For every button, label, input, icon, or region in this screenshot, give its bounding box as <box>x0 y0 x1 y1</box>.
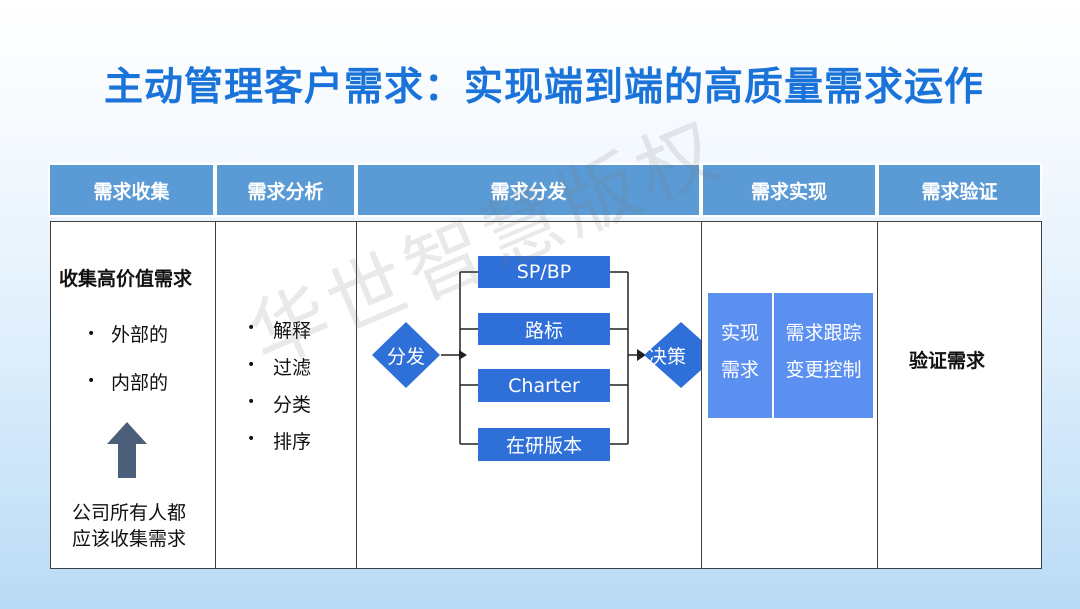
page-title: 主动管理客户需求：实现端到端的高质量需求运作 <box>104 65 985 110</box>
header-verify: 需求验证 <box>877 163 1042 217</box>
collect-item-internal: 内部的 <box>111 372 169 394</box>
collect-item-external: 外部的 <box>111 324 169 346</box>
channel-roadmap: 路标 <box>478 313 610 345</box>
header-analysis: 需求分析 <box>215 163 356 217</box>
stage-header-row: 需求收集 需求分析 需求分发 需求实现 需求验证 <box>48 163 1042 217</box>
distribute-start-label: 分发 <box>386 346 425 368</box>
column-divider <box>215 222 216 568</box>
column-divider <box>701 222 702 568</box>
channel-sp-bp: SP/BP <box>478 256 610 288</box>
header-collect: 需求收集 <box>48 163 215 217</box>
implement-right-line1: 需求跟踪 <box>785 322 862 344</box>
implement-requirement-box: 实现 需求 <box>708 293 772 418</box>
verify-label: 验证需求 <box>909 350 986 372</box>
bullet-icon: • <box>87 326 96 342</box>
stage-body-row: 收集高价值需求 • 外部的 • 内部的 公司所有人都 应该收集需求 • 解释 •… <box>50 221 1042 569</box>
collect-footer-line1: 公司所有人都 <box>72 502 187 524</box>
bullet-icon: • <box>87 373 96 389</box>
column-divider <box>877 222 878 568</box>
collect-heading: 收集高价值需求 <box>59 268 193 290</box>
channel-charter: Charter <box>478 369 610 402</box>
decision-diamond <box>644 322 701 388</box>
header-implement: 需求实现 <box>701 163 877 217</box>
analysis-item: 过滤 <box>273 357 312 379</box>
distribution-flow-lines <box>372 271 701 445</box>
distribute-start-diamond <box>372 322 440 388</box>
column-divider <box>356 222 357 568</box>
analysis-item: 解释 <box>273 320 312 342</box>
implement-left-line2: 需求 <box>720 359 759 381</box>
bullet-icon: • <box>247 431 256 447</box>
up-arrow-icon <box>107 422 147 478</box>
implement-left-line1: 实现 <box>720 322 759 344</box>
bullet-icon: • <box>247 394 256 410</box>
collect-footer-line2: 应该收集需求 <box>72 528 187 550</box>
analysis-item: 分类 <box>273 394 312 416</box>
bullet-icon: • <box>247 320 256 336</box>
implement-right-line2: 变更控制 <box>785 359 862 381</box>
header-distribute: 需求分发 <box>356 163 701 217</box>
channel-in-dev-version: 在研版本 <box>478 428 610 461</box>
analysis-item: 排序 <box>273 431 312 453</box>
tracking-change-control-box: 需求跟踪 变更控制 <box>774 293 873 418</box>
decision-label: 决策 <box>647 346 686 368</box>
bullet-icon: • <box>247 357 256 373</box>
